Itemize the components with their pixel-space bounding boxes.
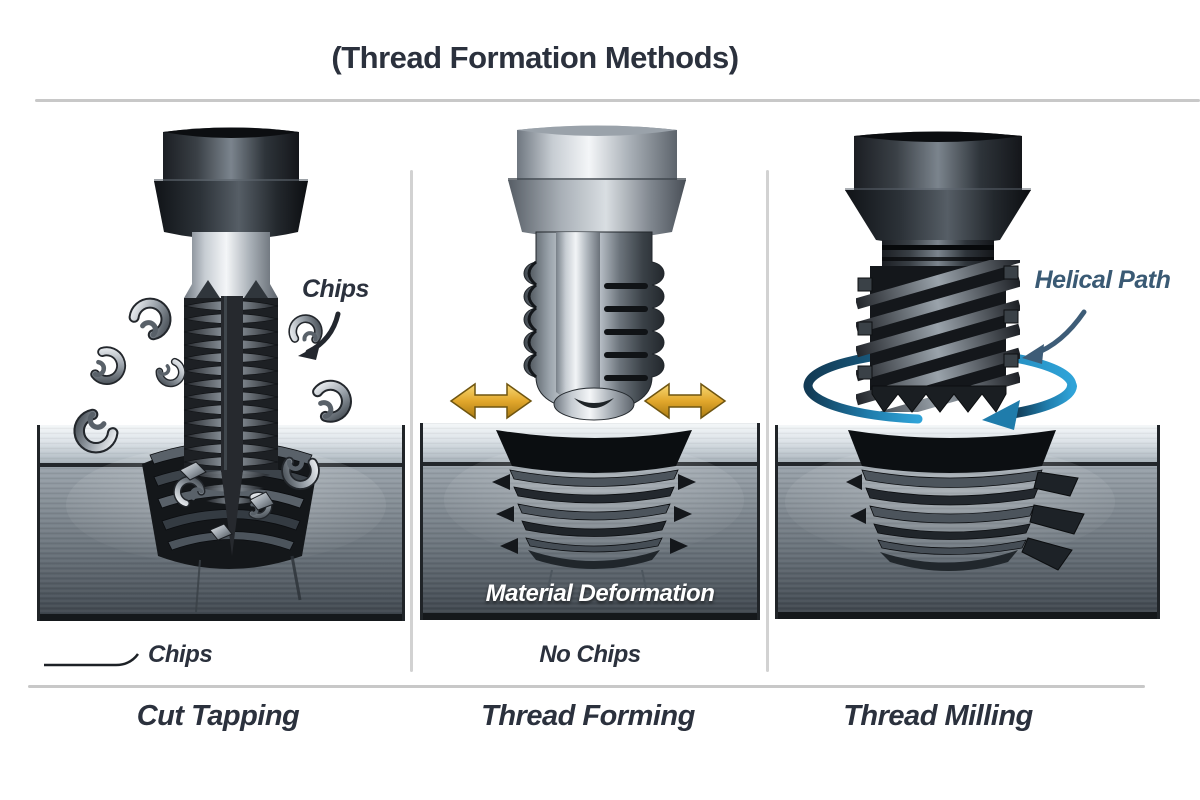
threaded-hole-cross-section <box>492 430 696 599</box>
panel-divider-1 <box>410 170 413 672</box>
cut-tap-tool <box>154 127 308 556</box>
helical-path-annotation: Helical Path <box>1034 266 1171 294</box>
tap-thread-ridges <box>183 300 279 504</box>
material-deformation-annotation: Material Deformation <box>485 580 715 607</box>
top-divider <box>35 99 1200 102</box>
diagram-artwork <box>37 125 1160 667</box>
metal-chips <box>74 299 349 541</box>
bottom-divider <box>28 685 1145 688</box>
chips-leader-line <box>44 653 140 667</box>
panel-cut-tapping <box>37 127 405 667</box>
workpiece-plate <box>420 423 760 620</box>
pressure-arrows <box>449 382 727 420</box>
method-label-thread-forming: Thread Forming <box>481 700 695 732</box>
chips-annotation: Chips <box>302 275 369 303</box>
diagram-title: (Thread Formation Methods) <box>331 40 739 75</box>
panel-thread-forming <box>420 125 760 620</box>
method-label-cut-tapping: Cut Tapping <box>136 700 300 732</box>
threaded-hole-cross-section <box>846 430 1085 571</box>
panel-thread-milling <box>775 131 1160 619</box>
thread-mill-tool <box>845 131 1031 413</box>
no-chips-annotation: No Chips <box>539 641 641 668</box>
chips-arrow <box>298 311 341 360</box>
helical-path-arrow <box>1022 309 1087 364</box>
method-label-thread-milling: Thread Milling <box>843 700 1033 732</box>
panel-divider-2 <box>766 170 769 672</box>
forming-tap-tool <box>508 125 686 421</box>
chips-leader-annotation: Chips <box>148 641 213 668</box>
rotation-arrow-front <box>803 381 1077 430</box>
